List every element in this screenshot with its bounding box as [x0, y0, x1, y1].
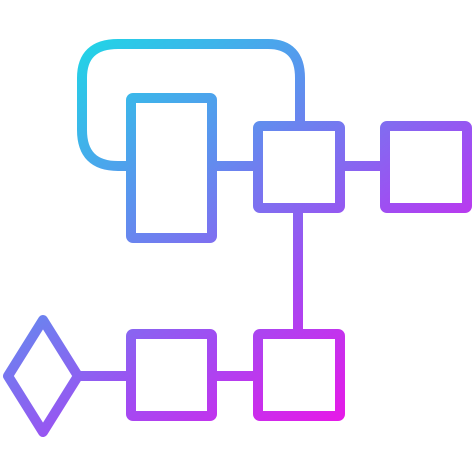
loop-connector	[77, 39, 305, 171]
bottom-middle-process-box	[126, 329, 217, 421]
center-process-box	[253, 121, 345, 213]
bottom-right-process-box	[253, 329, 345, 421]
decision-diamond	[3, 315, 83, 437]
right-process-box	[380, 121, 472, 213]
tall-process-box	[126, 93, 217, 243]
